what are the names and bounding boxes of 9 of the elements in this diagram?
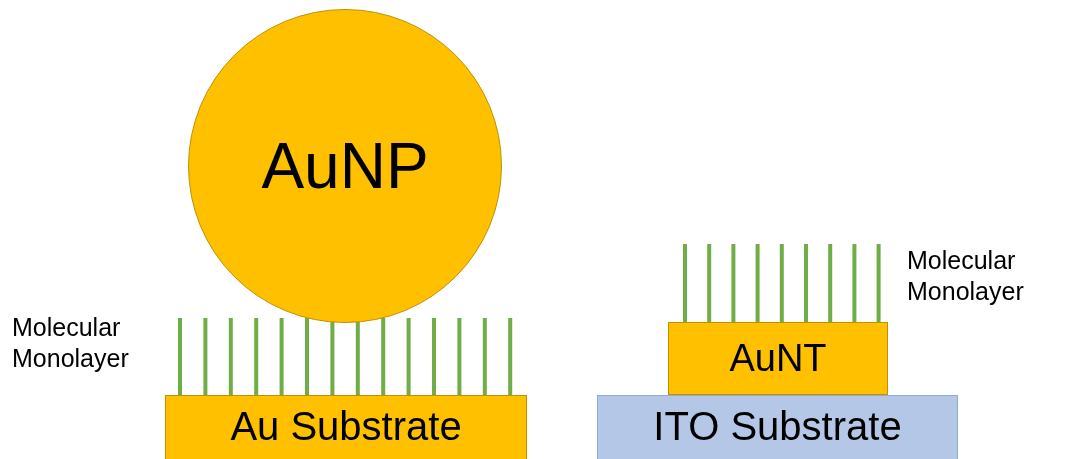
node-label: AuNT (729, 337, 827, 380)
substrate-layer (165, 395, 527, 459)
node-label: AuNP (261, 129, 429, 203)
substrate-layer (597, 395, 958, 459)
layer-label: Molecular Monolayer (12, 312, 130, 375)
node-label: Au Substrate (230, 404, 462, 449)
layer-label: Molecular Monolayer (907, 245, 1025, 308)
node-label: ITO Substrate (653, 404, 902, 449)
nanotriangle-layer (668, 322, 888, 395)
